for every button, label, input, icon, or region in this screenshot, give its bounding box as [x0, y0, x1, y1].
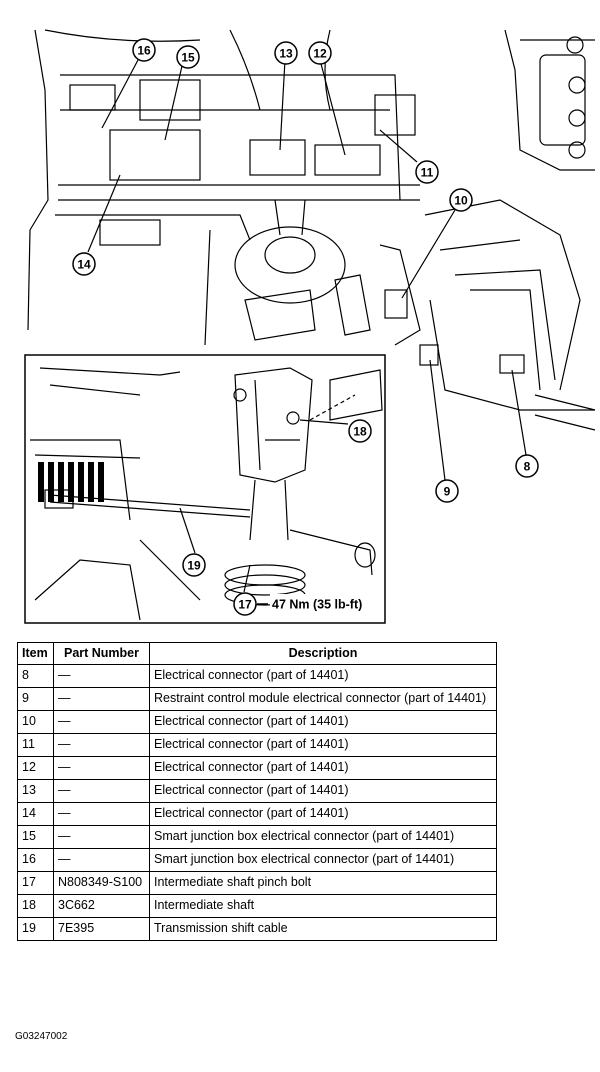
- torque-label: 47 Nm (35 lb-ft): [272, 598, 362, 612]
- svg-text:17: 17: [238, 598, 252, 612]
- table-row: 13 — Electrical connector (part of 14401…: [17, 779, 497, 803]
- svg-text:8: 8: [524, 460, 531, 474]
- item-cell: 13: [17, 779, 54, 803]
- callout-19: 19: [182, 553, 206, 577]
- callout-10: 10: [449, 188, 473, 212]
- table-row: 8 — Electrical connector (part of 14401): [17, 664, 497, 688]
- header-part-number: Part Number: [53, 642, 150, 665]
- table-row: 11 — Electrical connector (part of 14401…: [17, 733, 497, 757]
- description-cell: Electrical connector (part of 14401): [149, 802, 497, 826]
- description-cell: Intermediate shaft pinch bolt: [149, 871, 497, 895]
- part-number-cell: —: [53, 687, 150, 711]
- part-number-cell: N808349-S100: [53, 871, 150, 895]
- description-cell: Intermediate shaft: [149, 894, 497, 918]
- figure-id: G03247002: [15, 1031, 68, 1042]
- description-cell: Electrical connector (part of 14401): [149, 756, 497, 780]
- callout-11: 11: [415, 160, 439, 184]
- description-cell: Electrical connector (part of 14401): [149, 779, 497, 803]
- svg-text:14: 14: [77, 258, 91, 272]
- header-description: Description: [149, 642, 497, 665]
- part-number-cell: —: [53, 756, 150, 780]
- description-cell: Electrical connector (part of 14401): [149, 733, 497, 757]
- svg-text:9: 9: [444, 485, 451, 499]
- part-number-cell: —: [53, 779, 150, 803]
- item-cell: 15: [17, 825, 54, 849]
- item-cell: 12: [17, 756, 54, 780]
- table-row: 19 7E395 Transmission shift cable: [17, 917, 497, 941]
- callout-9: 9: [435, 479, 459, 503]
- description-cell: Electrical connector (part of 14401): [149, 664, 497, 688]
- part-number-cell: —: [53, 802, 150, 826]
- table-row: 17 N808349-S100 Intermediate shaft pinch…: [17, 871, 497, 895]
- steering-column-diagram: 16 15 13 12 11 10 14 18: [24, 29, 596, 624]
- table-row: 9 — Restraint control module electrical …: [17, 687, 497, 711]
- item-cell: 18: [17, 894, 54, 918]
- callout-17: 17: [233, 592, 257, 616]
- table-row: 10 — Electrical connector (part of 14401…: [17, 710, 497, 734]
- item-cell: 11: [17, 733, 54, 757]
- item-cell: 14: [17, 802, 54, 826]
- svg-text:19: 19: [187, 559, 201, 573]
- part-number-cell: —: [53, 710, 150, 734]
- svg-text:15: 15: [181, 51, 195, 65]
- callout-16: 16: [132, 38, 156, 62]
- item-cell: 8: [17, 664, 54, 688]
- table-row: 18 3C662 Intermediate shaft: [17, 894, 497, 918]
- description-cell: Transmission shift cable: [149, 917, 497, 941]
- part-number-cell: —: [53, 848, 150, 872]
- table-row: 15 — Smart junction box electrical conne…: [17, 825, 497, 849]
- part-number-cell: —: [53, 733, 150, 757]
- header-item: Item: [17, 642, 54, 665]
- svg-text:16: 16: [137, 44, 151, 58]
- parts-table: Item Part Number Description 8 — Electri…: [17, 642, 497, 941]
- callout-13: 13: [274, 41, 298, 65]
- svg-text:11: 11: [421, 166, 434, 180]
- callout-8: 8: [515, 454, 539, 478]
- item-cell: 9: [17, 687, 54, 711]
- callout-12: 12: [308, 41, 332, 65]
- part-number-cell: —: [53, 664, 150, 688]
- description-cell: Smart junction box electrical connector …: [149, 848, 497, 872]
- description-cell: Restraint control module electrical conn…: [149, 687, 497, 711]
- svg-text:18: 18: [353, 425, 367, 439]
- callout-15: 15: [176, 45, 200, 69]
- table-header-row: Item Part Number Description: [17, 642, 497, 665]
- item-cell: 16: [17, 848, 54, 872]
- item-cell: 19: [17, 917, 54, 941]
- callout-18: 18: [348, 419, 372, 443]
- table-row: 12 — Electrical connector (part of 14401…: [17, 756, 497, 780]
- part-number-cell: 3C662: [53, 894, 150, 918]
- callout-14: 14: [72, 252, 96, 276]
- description-cell: Electrical connector (part of 14401): [149, 710, 497, 734]
- part-number-cell: 7E395: [53, 917, 150, 941]
- part-number-cell: —: [53, 825, 150, 849]
- item-cell: 17: [17, 871, 54, 895]
- table-row: 14 — Electrical connector (part of 14401…: [17, 802, 497, 826]
- svg-text:12: 12: [313, 47, 327, 61]
- table-row: 16 — Smart junction box electrical conne…: [17, 848, 497, 872]
- description-cell: Smart junction box electrical connector …: [149, 825, 497, 849]
- item-cell: 10: [17, 710, 54, 734]
- svg-text:10: 10: [454, 194, 468, 208]
- svg-text:13: 13: [279, 47, 293, 61]
